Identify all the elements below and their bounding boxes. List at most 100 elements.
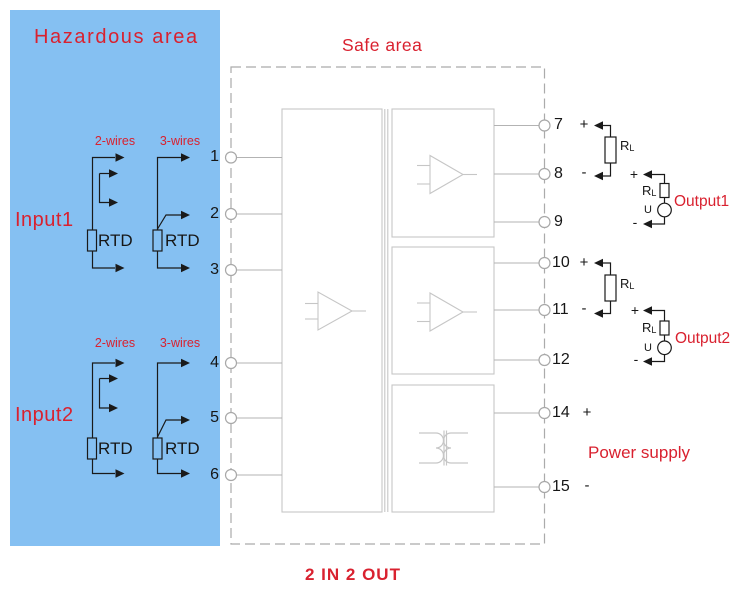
terminal-circle xyxy=(538,167,551,181)
terminal-number: 12 xyxy=(552,350,570,368)
load-r: R xyxy=(620,276,630,291)
voltage-source-icon xyxy=(657,202,672,218)
arrow-icon xyxy=(115,358,125,368)
load-resistor-icon xyxy=(604,136,617,164)
terminal-number: 7 xyxy=(554,116,563,133)
load-l-sub: L xyxy=(629,281,635,291)
transformer-icon xyxy=(419,430,468,466)
terminal-number: 3 xyxy=(210,260,219,278)
load-resistor-label: RL xyxy=(620,276,635,292)
safe-area-dashed-border xyxy=(230,66,546,545)
terminal-sign: + xyxy=(579,116,589,133)
load-l-sub: L xyxy=(651,188,657,198)
voltage-source-label: U xyxy=(644,342,652,354)
minus-sign: - xyxy=(632,213,638,230)
hazardous-area-background xyxy=(10,10,220,546)
load-resistor-icon xyxy=(659,182,670,199)
terminal-number: 4 xyxy=(210,353,219,371)
terminal-number: 11 xyxy=(552,300,569,318)
arrow-icon xyxy=(594,309,603,318)
arrow-icon xyxy=(594,258,603,268)
power-block xyxy=(391,384,495,513)
terminal-circle xyxy=(538,303,551,317)
load-resistor-icon xyxy=(659,320,670,336)
arrow-icon xyxy=(109,374,118,383)
output1-block xyxy=(391,108,495,238)
terminal-number: 15 xyxy=(552,477,570,495)
load-r: R xyxy=(620,138,630,153)
arrow-icon xyxy=(181,263,190,273)
terminal-circle xyxy=(224,151,238,164)
amplifier-icon xyxy=(305,291,366,331)
rtd-resistor-icon xyxy=(86,229,98,252)
input1-2wires-label: 2-wires xyxy=(94,134,136,148)
input2-2wire-rtd xyxy=(86,358,125,478)
terminal-number: 14 xyxy=(552,403,570,421)
arrow-icon xyxy=(181,153,190,162)
output1-load-circuit xyxy=(594,121,617,181)
output2-load-circuit xyxy=(594,258,617,318)
power-supply-label: Power supply xyxy=(588,443,691,462)
arrow-icon xyxy=(181,469,190,478)
amplifier-icons xyxy=(305,154,477,332)
terminal-circle xyxy=(538,119,551,132)
input1-label: Input1 xyxy=(15,209,74,231)
voltage-source-label: U xyxy=(644,204,652,216)
load-r: R xyxy=(642,183,652,198)
output1-label: Output1 xyxy=(674,193,730,210)
terminal-circle xyxy=(538,215,551,229)
rtd-label: RTD xyxy=(165,439,200,458)
arrow-icon xyxy=(643,357,652,366)
terminal-circle xyxy=(538,406,551,420)
input2-2wires-label: 2-wires xyxy=(94,336,136,350)
footer-caption: 2 IN 2 OUT xyxy=(305,565,401,584)
terminal-circle xyxy=(224,356,238,370)
arrow-icon xyxy=(109,403,118,413)
output2-voltage-circuit xyxy=(643,306,672,366)
terminal-sign: + xyxy=(579,253,589,271)
voltage-source-icon xyxy=(657,340,672,356)
output1-voltage-circuit xyxy=(643,170,672,229)
terminal-circle xyxy=(224,411,238,425)
hazardous-area-label: Hazardous area xyxy=(34,26,199,48)
terminal-number: 10 xyxy=(552,253,570,271)
terminal-sign: - xyxy=(581,299,587,317)
input2-3wire-rtd xyxy=(152,358,190,478)
terminal-number: 1 xyxy=(210,148,219,165)
safe-area-label: Safe area xyxy=(342,35,423,55)
arrow-icon xyxy=(115,153,125,162)
input1-3wires-label: 3-wires xyxy=(159,134,201,148)
arrow-icon xyxy=(181,358,190,368)
load-l-sub: L xyxy=(651,325,657,335)
terminal-sign: - xyxy=(584,476,590,494)
arrow-icon xyxy=(643,306,652,315)
arrow-icon xyxy=(643,219,652,229)
load-l-sub: L xyxy=(629,143,635,153)
arrow-icon xyxy=(181,210,190,220)
terminal-wires xyxy=(236,124,539,488)
terminal-sign: + xyxy=(582,403,592,421)
plus-sign: + xyxy=(629,165,639,182)
terminal-circle xyxy=(538,480,551,494)
terminal-circle xyxy=(224,263,238,277)
rtd-label: RTD xyxy=(165,231,200,250)
arrow-icon xyxy=(115,469,125,478)
terminal-circle xyxy=(538,353,551,367)
terminal-number: 5 xyxy=(210,408,219,426)
arrow-icon xyxy=(109,169,118,178)
input2-3wires-label: 3-wires xyxy=(159,336,201,350)
arrow-icon xyxy=(594,121,603,130)
load-r: R xyxy=(642,320,652,335)
rtd-resistor-icon xyxy=(86,437,98,460)
input-block xyxy=(281,108,383,513)
rtd-label: RTD xyxy=(98,439,133,458)
load-resistor-label: RL xyxy=(642,183,657,199)
rtd-label: RTD xyxy=(98,231,133,250)
input1-2wire-rtd xyxy=(86,153,125,273)
terminal-circle xyxy=(538,256,551,270)
output2-block xyxy=(391,246,495,375)
terminals xyxy=(224,119,551,494)
output2-label: Output2 xyxy=(675,330,731,347)
